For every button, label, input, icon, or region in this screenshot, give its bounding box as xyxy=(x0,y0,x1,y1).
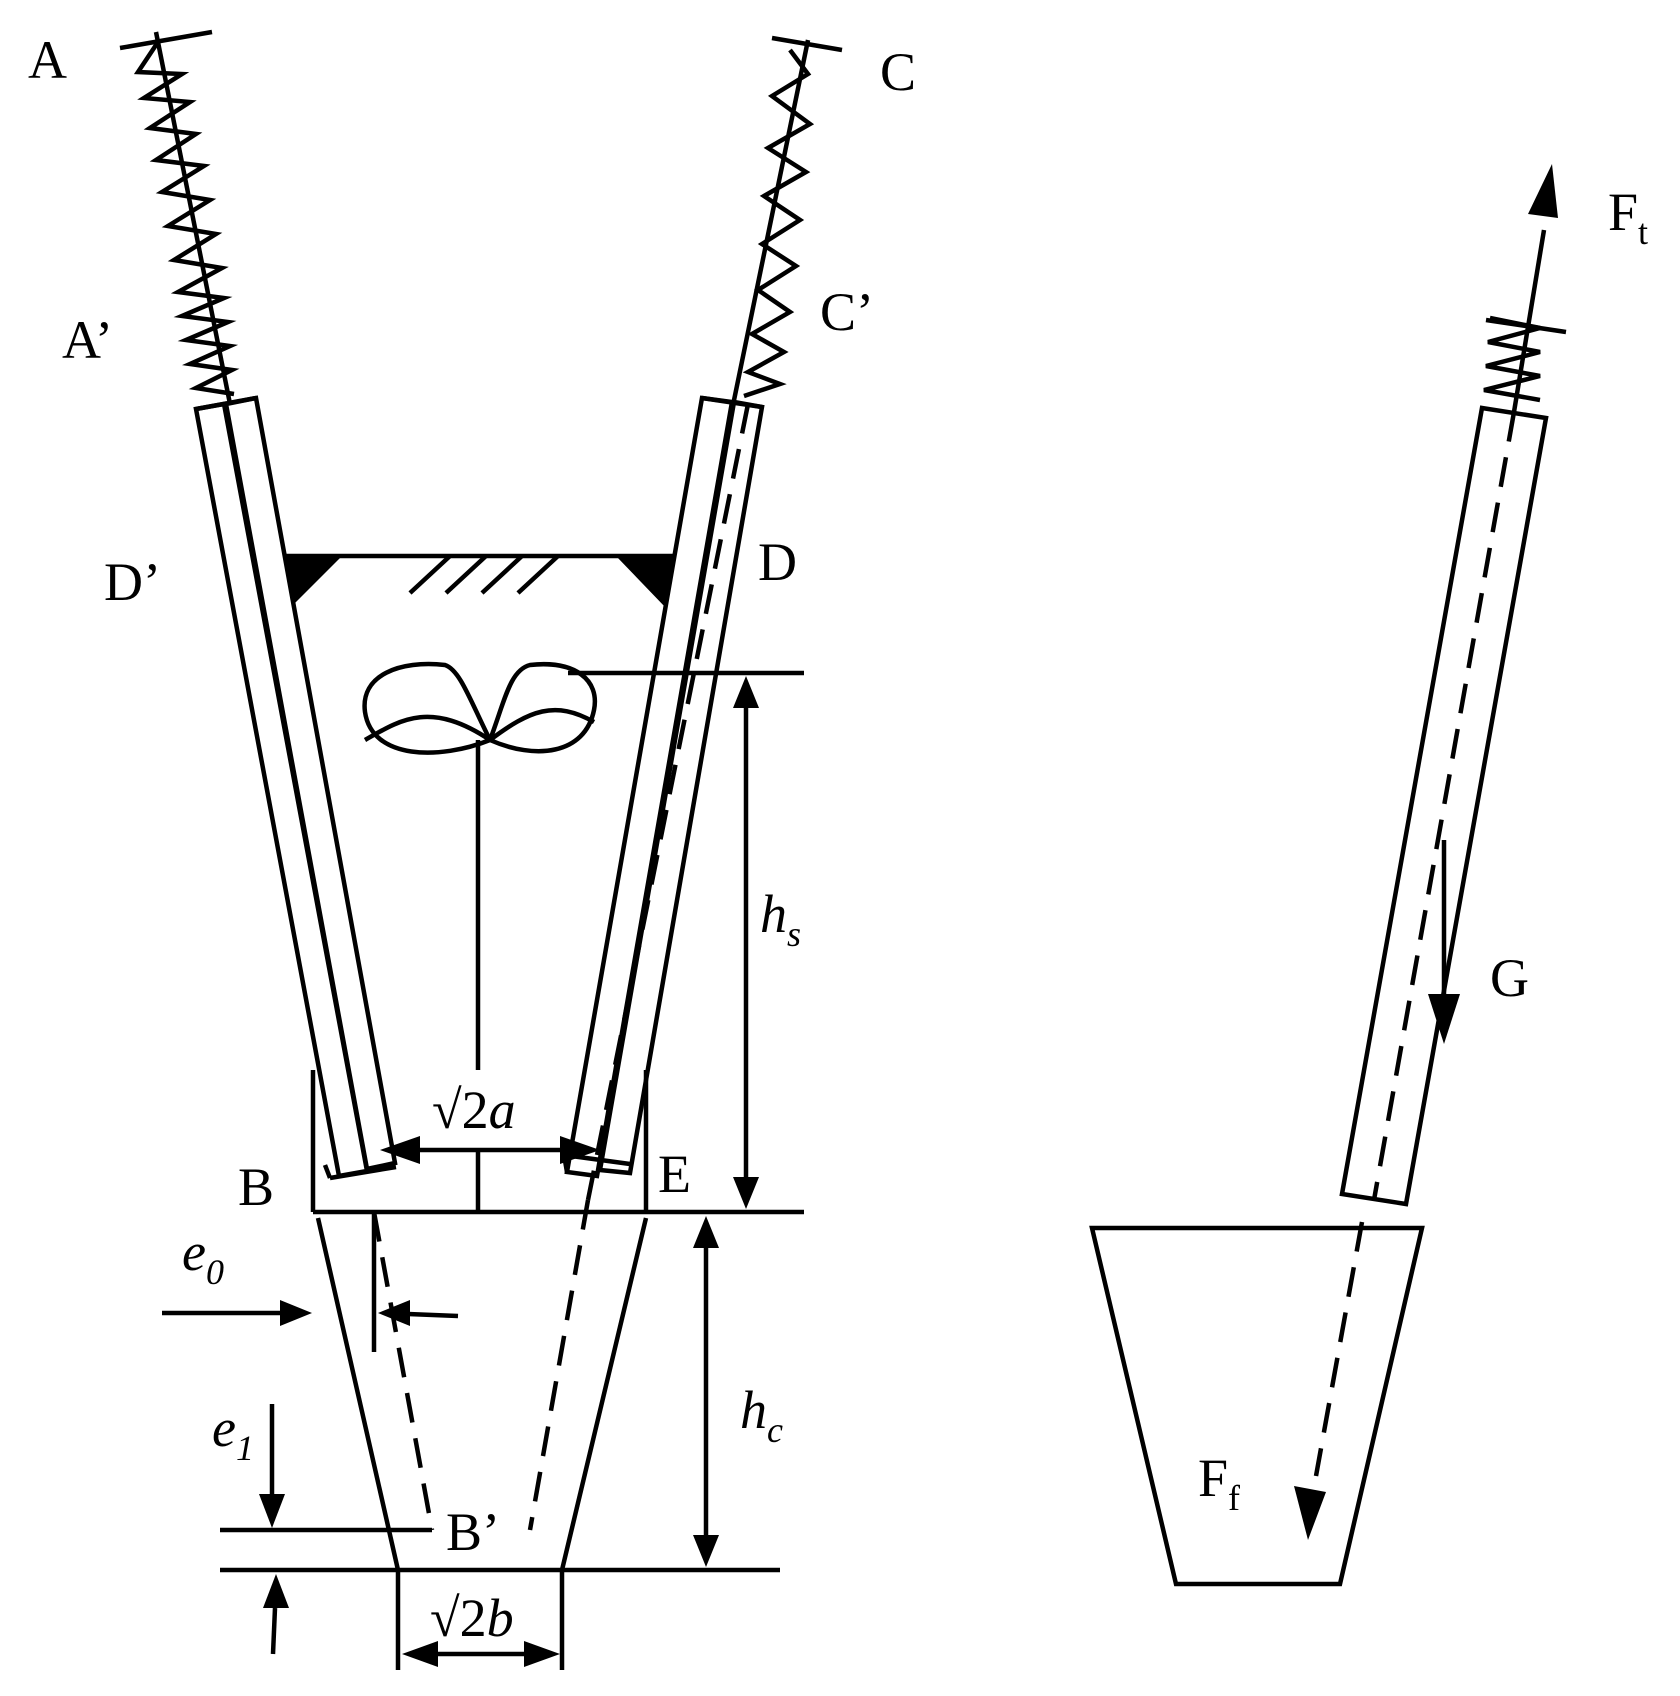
label-b: B xyxy=(238,1157,274,1217)
top-fixed-support xyxy=(286,553,676,608)
hs-dimension xyxy=(568,670,804,1215)
label-hc: hc xyxy=(740,1380,783,1450)
label-sqrt2a: √2a xyxy=(432,1080,516,1140)
free-body-hopper xyxy=(1089,1221,1425,1587)
label-e: E xyxy=(658,1144,691,1204)
label-ff: Ff xyxy=(1198,1448,1240,1518)
label-b-prime: B’ xyxy=(446,1502,500,1562)
free-body-rod xyxy=(1339,164,1567,1207)
label-d: D xyxy=(758,532,797,592)
left-spring xyxy=(119,29,240,405)
label-ft: Ft xyxy=(1608,182,1648,252)
label-c: C xyxy=(880,42,916,102)
lower-frame xyxy=(310,1070,649,1215)
hopper xyxy=(220,1199,780,1670)
right-rod xyxy=(561,395,765,1201)
sqrt2a-dimension xyxy=(380,1136,600,1164)
e1-dimension xyxy=(259,1404,289,1655)
label-a: A xyxy=(28,30,67,90)
right-spring xyxy=(729,35,843,411)
label-g: G xyxy=(1490,948,1529,1008)
gravity-arrow xyxy=(1428,840,1460,1044)
label-sqrt2b: √2b xyxy=(430,1588,514,1648)
hc-dimension xyxy=(693,1216,719,1567)
sqrt2b-dimension xyxy=(402,1641,560,1667)
left-rod xyxy=(193,395,398,1181)
label-a-prime: A’ xyxy=(62,310,113,370)
impeller xyxy=(362,661,598,1070)
label-e1: e1 xyxy=(212,1398,254,1468)
label-hs: hs xyxy=(760,884,801,954)
label-e0: e0 xyxy=(182,1222,224,1292)
label-d-prime: D’ xyxy=(104,552,161,612)
label-c-prime: C’ xyxy=(820,282,874,342)
e0-dimension xyxy=(162,1212,459,1352)
